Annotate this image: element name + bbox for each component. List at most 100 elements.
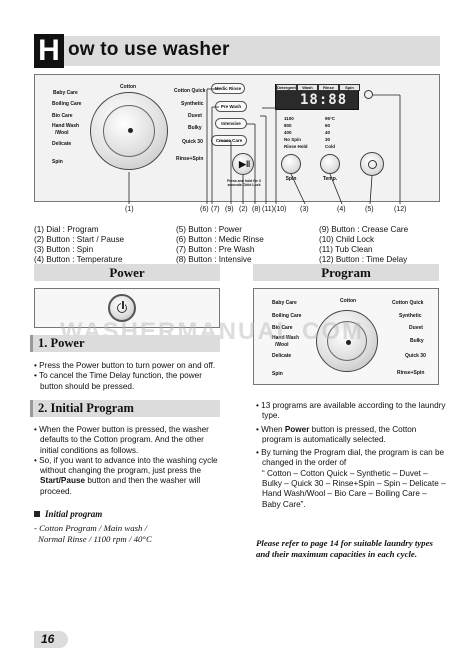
pdial-label-cotton: Cotton <box>340 298 357 304</box>
start-pause-button[interactable]: ▶‖ <box>232 153 254 175</box>
program-instructions: • 13 programs are available according to… <box>256 401 446 509</box>
initial-program-bullet-1: When the Power button is pressed, the wa… <box>39 425 209 455</box>
display-status-tabs: Detergent Wash Rinse Spin <box>276 84 360 91</box>
legend-column-1: (1) Dial : Program (2) Button : Start / … <box>34 225 124 265</box>
dial-label-boiling-care: Boiling Care <box>52 101 82 107</box>
legend-item: (4) Button : Temperature <box>34 255 123 264</box>
display-tab-rinse: Rinse <box>318 84 339 91</box>
initial-program-subheading: 2. Initial Program <box>30 400 220 417</box>
callout-2: (2) <box>239 206 248 213</box>
dial-label-synthetic: Synthetic <box>181 101 204 107</box>
rpm-option-rinse-hold: Rinse Hold <box>284 144 308 149</box>
initial-program-bullet-2a: So, if you want to advance into the wash… <box>39 455 218 476</box>
start-pause-emphasis: Start/Pause <box>40 476 86 486</box>
dial-label-duvet: Duvet <box>188 113 202 119</box>
initial-program-note-line-2: Normal Rinse / 1100 rpm / 40°C <box>38 534 152 544</box>
legend-item: (1) Dial : Program <box>34 225 99 234</box>
callout-12: (12) <box>394 206 407 213</box>
pdial-label-bio-care: Bio Care <box>272 325 293 331</box>
program-dial-large-knob <box>327 321 367 361</box>
dial-label-spin: Spin <box>52 159 63 165</box>
pdial-label-rinse-spin: Rinse+Spin <box>397 370 425 376</box>
play-pause-icon: ▶‖ <box>239 159 251 169</box>
power-section-header: Power <box>34 264 220 281</box>
dial-label-hand-wash: Hand Wash <box>52 123 80 129</box>
crease-care-button[interactable]: Crease Care <box>211 135 247 146</box>
medic-rinse-button[interactable]: Medic Rinse <box>211 83 245 94</box>
pre-wash-button[interactable]: Pre Wash <box>215 101 247 112</box>
rpm-option-1100: 1100 <box>284 116 294 121</box>
legend-item: (7) Button : Pre Wash <box>176 245 255 254</box>
initial-program-note-line-1: - Cotton Program / Main wash / <box>34 523 148 533</box>
dial-label-baby-care: Baby Care <box>53 90 78 96</box>
program-capacity-note: Please refer to page 14 for suitable lau… <box>256 538 433 559</box>
program-dial[interactable] <box>90 92 168 170</box>
program-dial-large <box>316 310 378 372</box>
legend-item: (11) Tub Clean <box>319 245 373 254</box>
spin-button-label: Spin <box>285 176 297 182</box>
temperature-button[interactable] <box>320 154 340 174</box>
program-bullet-1: 13 programs are available according to t… <box>261 401 446 421</box>
pdial-label-cotton-quick: Cotton Quick <box>392 300 424 306</box>
rpm-option-800: 800 <box>284 123 292 128</box>
temp-option-40: 40 <box>325 130 331 135</box>
power-icon <box>117 300 127 313</box>
pdial-label-quick-30: Quick 30 <box>405 353 426 359</box>
legend-item: (8) Button : Intensive <box>176 255 252 264</box>
pdial-label-baby-care: Baby Care <box>272 300 297 306</box>
dial-label-wool: /Wool <box>55 130 69 136</box>
temp-option-cold: Cold <box>325 144 335 149</box>
legend-item: (9) Button : Crease Care <box>319 225 409 234</box>
callout-5: (5) <box>365 206 374 213</box>
clock-icon <box>364 90 373 99</box>
dial-label-bio-care: Bio Care <box>52 113 73 119</box>
callout-7: (7) <box>211 206 220 213</box>
program-order: “ Cotton – Cotton Quick – Synthetic – Du… <box>262 468 446 509</box>
legend-item: (12) Button : Time Delay <box>319 255 408 264</box>
program-bullet-2b: button is pressed, the Cotton program is… <box>262 424 417 444</box>
power-bullet-1: Press the Power button to turn power on … <box>39 361 216 370</box>
initial-program-note: - Cotton Program / Main wash / Normal Ri… <box>34 523 152 545</box>
callout-8: (8) <box>252 206 261 213</box>
dial-label-quick-30: Quick 30 <box>182 139 203 145</box>
dial-label-cotton: Cotton <box>120 84 137 90</box>
callout-3: (3) <box>300 206 309 213</box>
callout-11: (11) <box>262 206 274 213</box>
dial-label-bulky: Bulky <box>188 125 202 131</box>
program-dial-knob <box>103 105 155 157</box>
power-button-large <box>108 294 136 322</box>
display-tab-detergent: Detergent <box>276 84 297 91</box>
display-tab-spin: Spin <box>339 84 360 91</box>
legend-item: (5) Button : Power <box>176 225 242 234</box>
power-icon <box>368 160 377 169</box>
temperature-button-label: Temp. <box>322 176 338 182</box>
intensive-button[interactable]: Intensive <box>215 118 247 129</box>
dial-label-delicate: Delicate <box>52 141 72 147</box>
header-initial-letter: H <box>34 34 64 68</box>
header-bar <box>34 36 440 66</box>
pdial-label-delicate: Delicate <box>272 353 292 359</box>
temp-option-30: 30 <box>325 137 331 142</box>
child-lock-note: Press and hold for 3 seconds Child Lock <box>227 179 261 187</box>
legend-column-3: (9) Button : Crease Care (10) Child Lock… <box>319 225 408 265</box>
page-title: ow to use washer <box>68 39 230 60</box>
initial-program-instructions: • When the Power button is pressed, the … <box>34 425 218 496</box>
callout-6: (6) <box>200 206 209 213</box>
legend-item: (2) Button : Start / Pause <box>34 235 125 244</box>
power-emphasis: Power <box>284 424 310 434</box>
pdial-label-bulky: Bulky <box>410 338 424 344</box>
legend-column-2: (5) Button : Power (6) Button : Medic Ri… <box>176 225 264 265</box>
power-instructions: • Press the Power button to turn power o… <box>34 361 216 391</box>
program-bullet-3: By turning the Program dial, the program… <box>261 448 445 468</box>
dial-indicator-dot <box>346 340 351 345</box>
spin-button[interactable] <box>281 154 301 174</box>
rpm-option-no-spin: No Spin <box>284 137 301 142</box>
initial-program-note-title-text: Initial program <box>45 509 103 519</box>
pdial-label-duvet: Duvet <box>409 325 423 331</box>
power-button[interactable] <box>360 152 384 176</box>
pdial-label-wool: /Wool <box>275 342 289 348</box>
pdial-label-boiling-care: Boiling Care <box>272 313 302 319</box>
dial-label-cotton-quick: Cotton Quick <box>174 88 206 94</box>
power-subheading: 1. Power <box>30 335 220 352</box>
program-section-header: Program <box>253 264 439 281</box>
